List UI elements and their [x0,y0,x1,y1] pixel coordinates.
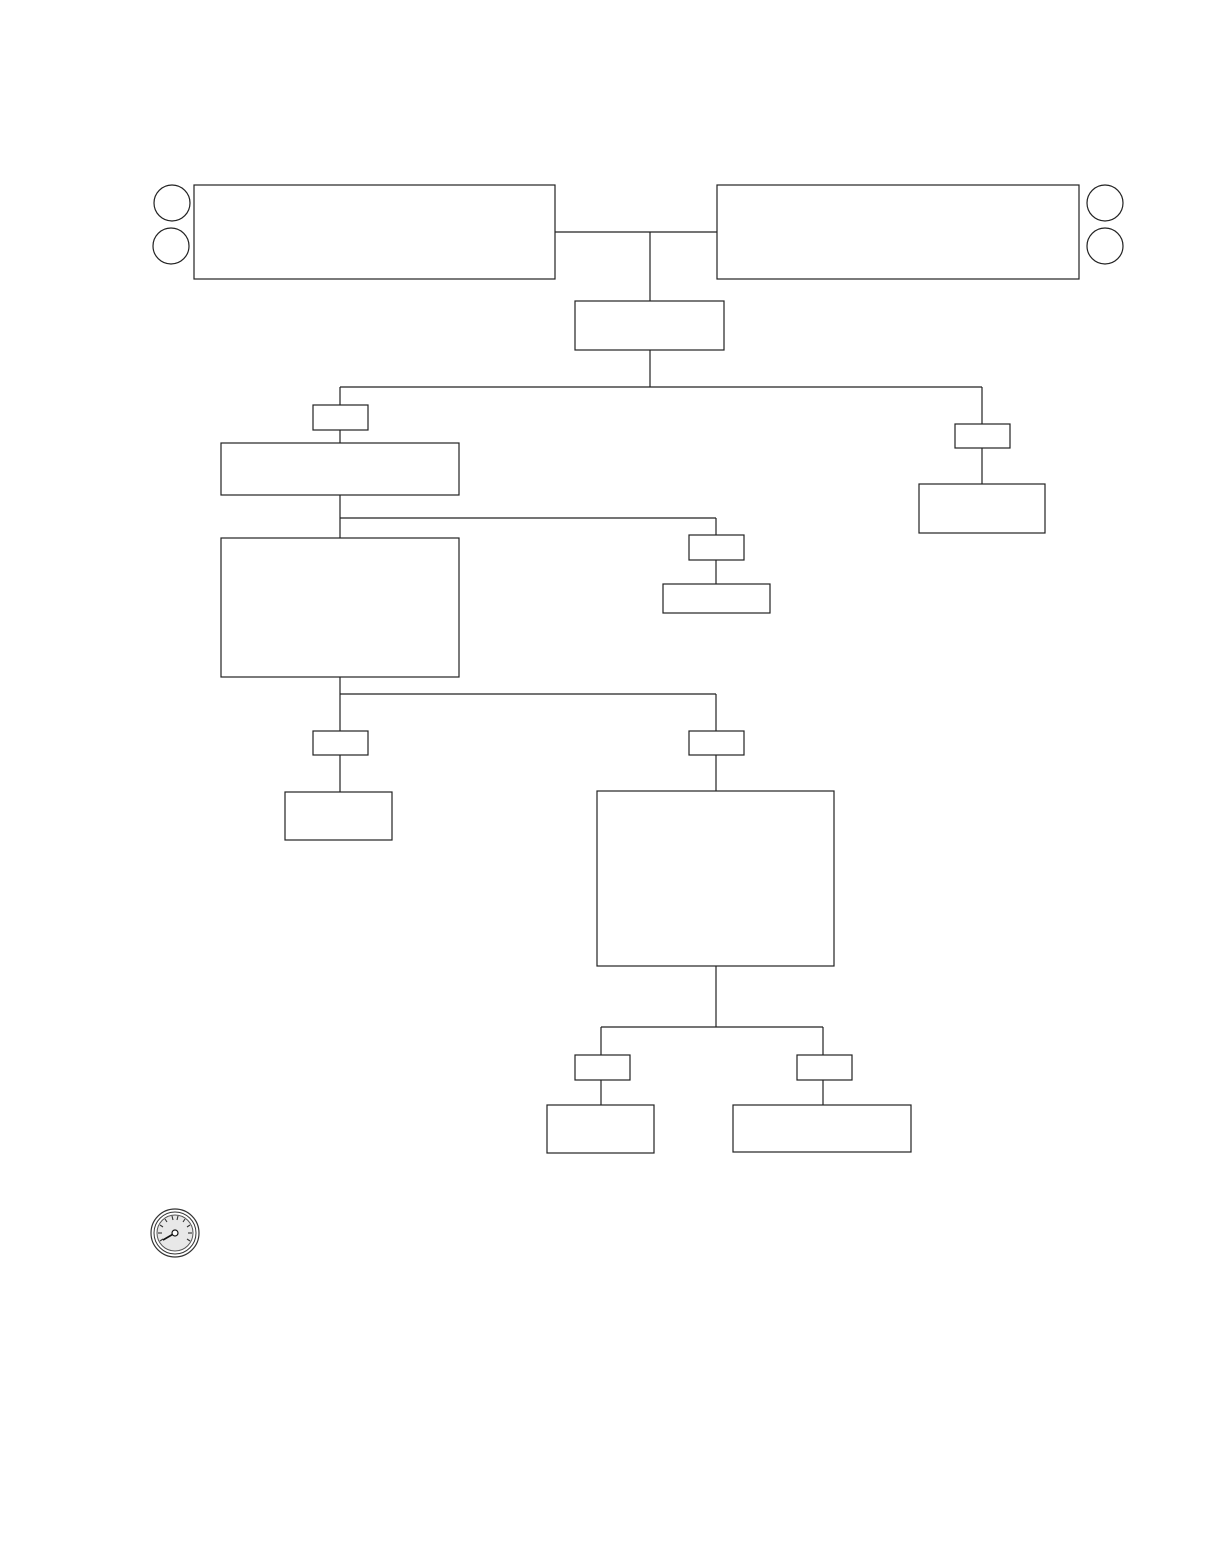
top-right-lower-circle [1086,227,1124,265]
center-box [574,300,725,351]
top-right-upper-circle [1086,184,1124,222]
level4-right-tag [796,1054,853,1081]
level1-right-tag [954,423,1011,449]
top-right-box [716,184,1080,280]
level4-left-tag [574,1054,631,1081]
level1-right-box [918,483,1046,534]
speedometer-gauge-icon [150,1208,200,1258]
level2-mid-tag [688,534,745,561]
level3-right-tag [688,730,745,756]
level4-right-box [732,1104,912,1153]
level3-left-box [284,791,393,841]
level3-right-box [596,790,835,967]
connector-lines [339,231,983,1105]
top-left-box [193,184,556,280]
level2-mid-box [662,583,771,614]
level3-left-tag [312,730,369,756]
level1-left-tag [312,404,369,431]
top-left-upper-circle [153,184,191,222]
level2-left-box [220,537,460,678]
top-left-lower-circle [152,227,190,265]
level1-left-box [220,442,460,496]
level4-left-box [546,1104,655,1154]
